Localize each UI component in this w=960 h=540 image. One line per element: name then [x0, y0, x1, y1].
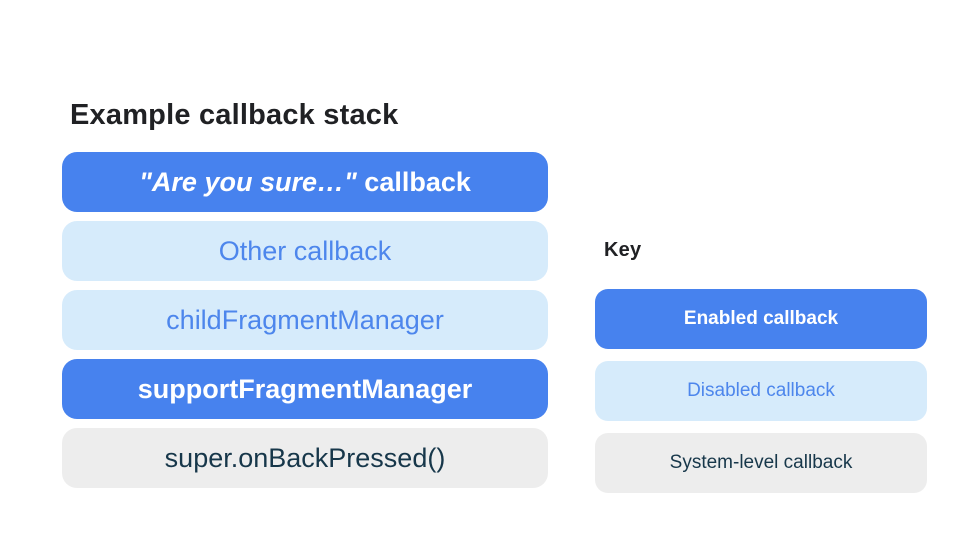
stack-title: Example callback stack — [70, 99, 399, 131]
stack-box-are-you-sure-callback: "Are you sure…" callback — [62, 152, 548, 212]
callback-stack: "Are you sure…" callback Other callback … — [62, 152, 548, 488]
key-title: Key — [604, 239, 642, 261]
stack-box-child-fragment-manager: childFragmentManager — [62, 290, 548, 350]
stack-box-other-callback: Other callback — [62, 221, 548, 281]
stack-box-support-fragment-manager: supportFragmentManager — [62, 359, 548, 419]
key-item-disabled-callback: Disabled callback — [595, 361, 927, 421]
key-item-enabled-callback: Enabled callback — [595, 289, 927, 349]
key-item-system-level-callback: System-level callback — [595, 433, 927, 493]
stack-box-super-on-back-pressed: super.onBackPressed() — [62, 428, 548, 488]
stack-box-label-italic: "Are you sure…" — [139, 166, 357, 197]
stack-box-label-rest: callback — [356, 166, 471, 197]
key-legend: Enabled callback Disabled callback Syste… — [595, 289, 927, 493]
